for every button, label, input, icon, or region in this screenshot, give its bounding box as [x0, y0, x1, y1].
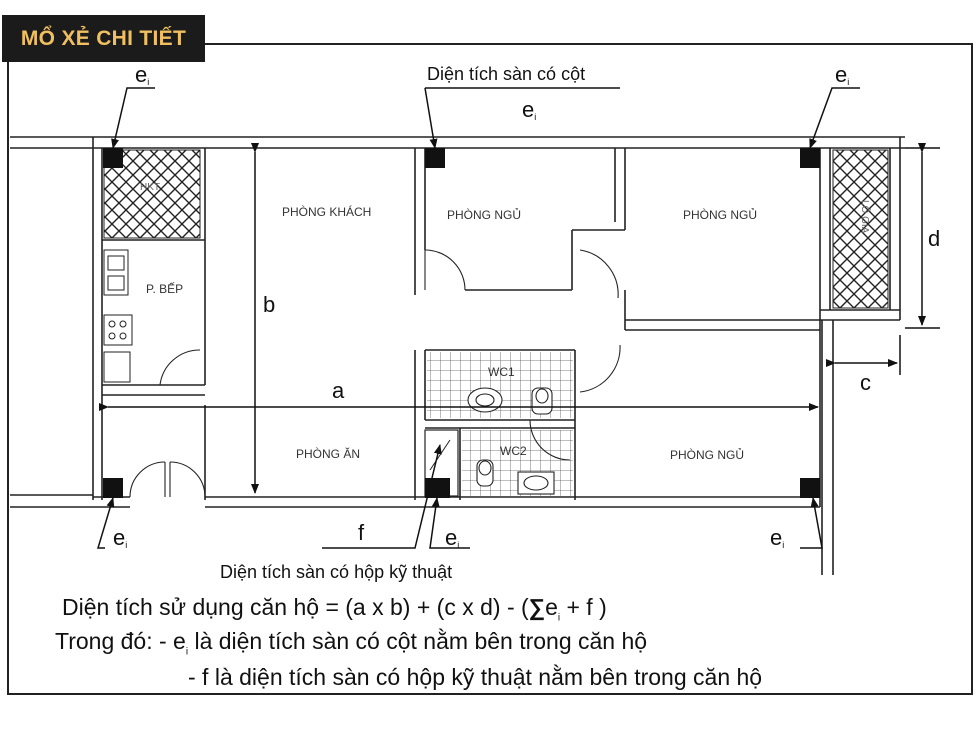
svg-text:ei: ei — [113, 525, 127, 550]
e-label-top-left: ei — [135, 62, 149, 87]
drawing-frame — [7, 43, 973, 695]
detail-badge: MỔ XẺ CHI TIẾT — [2, 15, 205, 62]
dim-c-label: c — [860, 370, 871, 395]
column-bottom-middle — [425, 478, 450, 498]
dim-d-label: d — [928, 226, 940, 251]
room-kitchen: P. BẾP — [146, 281, 183, 296]
dim-b-label: b — [263, 292, 275, 317]
loggia-hatch — [832, 149, 889, 309]
room-wc2: WC2 — [500, 444, 527, 458]
kitchen-fixtures — [103, 249, 133, 383]
svg-text:ei: ei — [835, 62, 849, 87]
column-top-middle — [425, 148, 445, 168]
column-bottom-right — [800, 478, 820, 498]
column-bottom-left — [103, 478, 123, 498]
e-label-top-middle: ei — [522, 97, 536, 122]
dimension-lines — [99, 143, 940, 494]
doors — [129, 249, 621, 498]
technical-box-area-label: Diện tích sàn có hộp kỹ thuật — [220, 562, 452, 582]
svg-text:ei: ei — [522, 97, 536, 122]
column-area-label: Diện tích sàn có cột — [427, 64, 585, 84]
formula-line-3: - f là diện tích sàn có hộp kỹ thuật nằm… — [188, 664, 763, 690]
room-bedroom-1: PHÒNG NGỦ — [447, 207, 521, 222]
shaft-left-label: HKT — [140, 182, 160, 193]
e-label-bottom-right: ei — [770, 525, 784, 550]
e-label-bottom-left: ei — [113, 525, 127, 550]
formula-line-1: Diện tích sử dụng căn hộ = (a x b) + (c … — [62, 594, 607, 624]
svg-text:ei: ei — [135, 62, 149, 87]
shaft-right-label: LÔ GIA — [859, 200, 872, 234]
formula-line-2: Trong đó: - ei là diện tích sàn có cột n… — [55, 628, 648, 658]
columns — [103, 148, 820, 498]
room-living: PHÒNG KHÁCH — [282, 204, 371, 219]
room-dining: PHÒNG ĂN — [296, 446, 360, 461]
svg-text:ei: ei — [445, 525, 459, 550]
e-label-top-right: ei — [835, 62, 849, 87]
leader-lines — [96, 87, 860, 549]
room-bedroom-3: PHÒNG NGỦ — [670, 447, 744, 462]
dim-a-label: a — [332, 378, 345, 403]
column-top-left — [103, 148, 123, 168]
e-label-bottom-middle: ei — [445, 525, 459, 550]
column-top-right — [800, 148, 820, 168]
walls — [10, 136, 905, 575]
room-bedroom-2: PHÒNG NGỦ — [683, 207, 757, 222]
dim-f-label: f — [358, 520, 365, 545]
svg-text:ei: ei — [770, 525, 784, 550]
room-wc1: WC1 — [488, 365, 515, 379]
sigma-symbol: ∑ — [528, 594, 546, 620]
